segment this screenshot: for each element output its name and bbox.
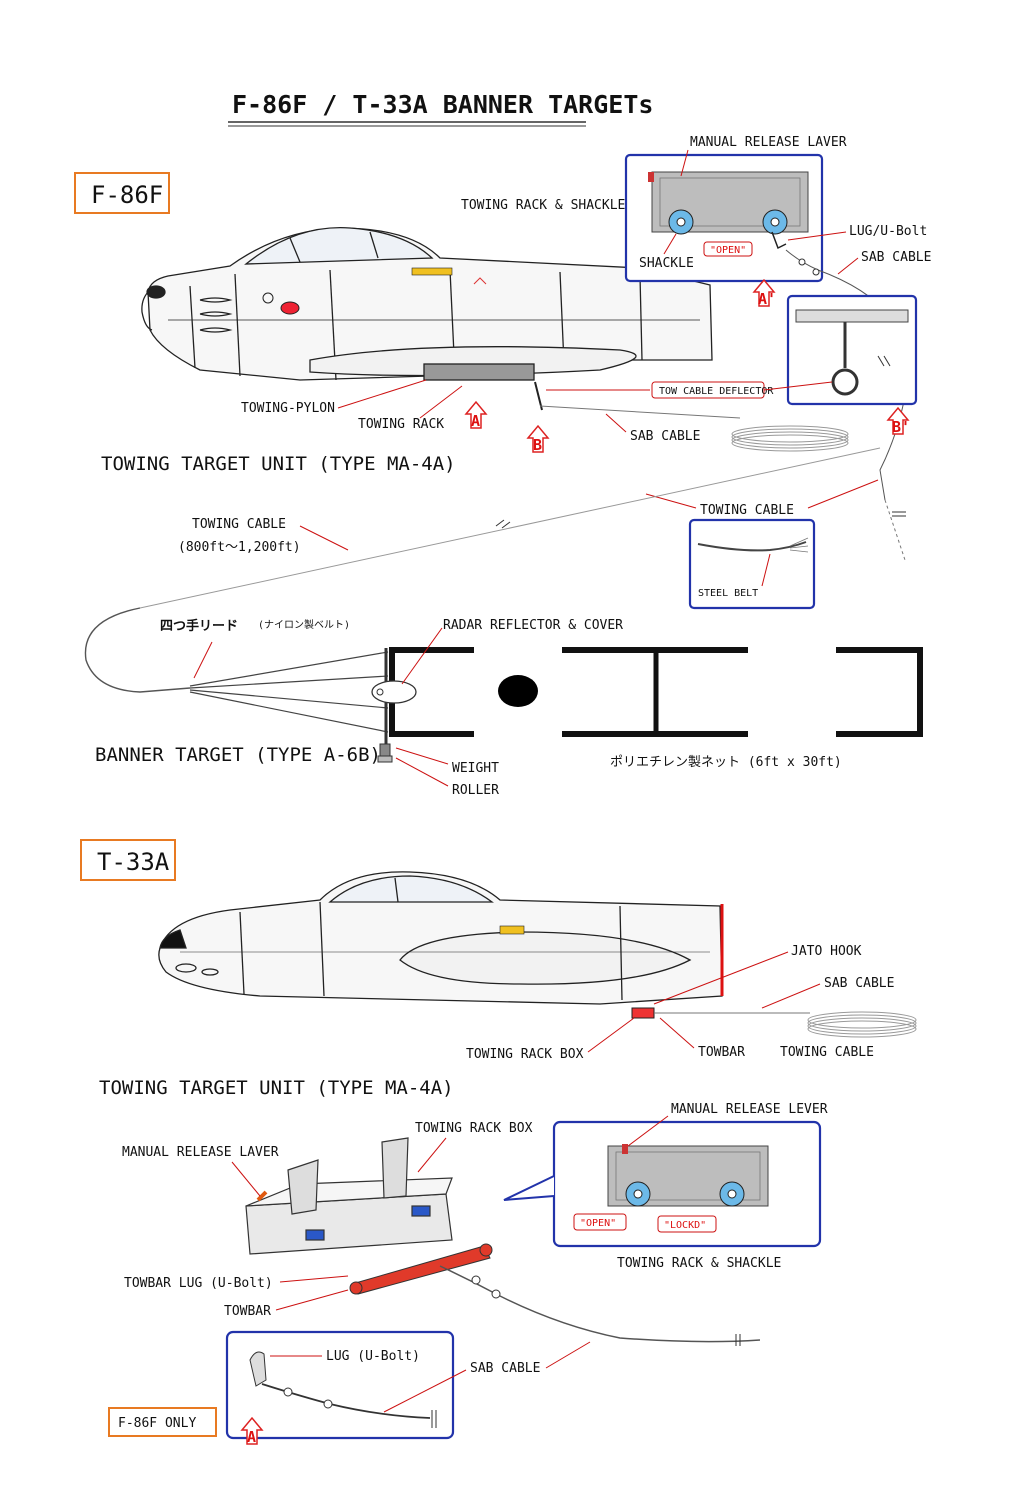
f86f-sab-cable-top: SAB CABLE bbox=[861, 250, 931, 265]
svg-text:B': B' bbox=[892, 418, 910, 436]
lug-ubolt-icon bbox=[249, 1351, 437, 1428]
f86f-towing-pylon: TOWING-PYLON bbox=[241, 401, 335, 416]
t33a-sab-cable-2: SAB CABLE bbox=[470, 1361, 540, 1376]
section-box-f86f bbox=[74, 172, 170, 214]
radar-reflector-icon bbox=[371, 680, 417, 704]
arrow-b-icon: B bbox=[526, 424, 550, 454]
svg-text:A': A' bbox=[758, 290, 776, 308]
f86f-towing-cable-right: TOWING CABLE bbox=[700, 503, 794, 518]
banner-target-frame bbox=[389, 646, 923, 738]
arrow-b-prime-icon: B' bbox=[886, 406, 910, 436]
t33a-towbar: TOWBAR bbox=[698, 1045, 745, 1060]
f86f-radar-reflector: RADAR REFLECTOR & COVER bbox=[443, 618, 623, 633]
weight-roller-icon bbox=[377, 743, 393, 763]
banner-bullseye bbox=[498, 675, 538, 707]
section-label-f86f: F-86F bbox=[91, 181, 163, 209]
f86f-net-label: ポリエチレン製ネット (6ft x 30ft) bbox=[610, 755, 842, 770]
svg-text:B: B bbox=[533, 436, 542, 454]
t33a-cable-coil bbox=[807, 1011, 917, 1038]
t33a-aircraft-drawing bbox=[158, 871, 723, 1005]
t33a-towing-target-unit: TOWING TARGET UNIT (TYPE MA-4A) bbox=[99, 1077, 454, 1099]
f86f-towing-cable-length: (800ft〜1,200ft) bbox=[178, 540, 301, 555]
t33a-jato-hook: JATO HOOK bbox=[791, 944, 862, 959]
f86f-towing-cable-line bbox=[139, 447, 881, 609]
t33a-lockd-tag: "LOCKD" bbox=[664, 1220, 706, 1231]
detail-box-steel-belt bbox=[688, 518, 816, 610]
f86f-aircraft-drawing bbox=[141, 226, 713, 381]
f86f-weight: WEIGHT bbox=[452, 761, 499, 776]
f86f-sab-cable: SAB CABLE bbox=[630, 429, 700, 444]
f86f-bridle-sub: (ナイロン製ベルト) bbox=[258, 618, 350, 631]
t33a-towbar-2: TOWBAR bbox=[224, 1304, 271, 1319]
f86f-towing-target-unit: TOWING TARGET UNIT (TYPE MA-4A) bbox=[101, 453, 456, 475]
f86f-only-label: F-86F ONLY bbox=[118, 1416, 196, 1431]
shackle-icon bbox=[668, 209, 694, 235]
f86f-manual-release-laver: MANUAL RELEASE LAVER bbox=[690, 135, 847, 150]
f86f-shackle: SHACKLE bbox=[639, 256, 694, 271]
page-title: F-86F / T-33A BANNER TARGETs bbox=[232, 90, 653, 119]
f86f-towing-rack: TOWING RACK bbox=[358, 417, 444, 432]
t33a-lug-ubolt: LUG (U-Bolt) bbox=[326, 1349, 420, 1364]
f86f-cable-coil bbox=[731, 425, 849, 452]
shackle-open-icon bbox=[762, 209, 788, 250]
arrow-a-icon: A bbox=[464, 400, 488, 430]
f86f-only-box bbox=[108, 1407, 217, 1437]
f86f-open-tag: "OPEN" bbox=[710, 245, 746, 256]
t33a-sab-cable: SAB CABLE bbox=[824, 976, 894, 991]
f86f-banner-target: BANNER TARGET (TYPE A-6B) bbox=[95, 744, 381, 766]
t33a-manual-release-laver: MANUAL RELEASE LAVER bbox=[122, 1145, 279, 1160]
f86f-bridle-label: 四つ手リード bbox=[160, 618, 238, 634]
f86f-towing-rack-shackle: TOWING RACK & SHACKLE bbox=[461, 198, 625, 213]
f86f-tow-cable-deflector: TOW CABLE DEFLECTOR bbox=[659, 386, 774, 397]
t33a-towing-rack-shackle: TOWING RACK & SHACKLE bbox=[617, 1256, 781, 1271]
t33a-towing-rack-box-2: TOWING RACK BOX bbox=[415, 1121, 533, 1136]
svg-text:A: A bbox=[247, 1428, 256, 1446]
f86f-steel-belt: STEEL BELT bbox=[698, 588, 758, 599]
t33a-arrow-a-icon: A bbox=[240, 1416, 264, 1446]
arrow-a-prime-icon: A' bbox=[752, 278, 776, 308]
f86f-towing-cable-left: TOWING CABLE bbox=[192, 517, 286, 532]
t33a-open-tag: "OPEN" bbox=[580, 1218, 616, 1229]
f86f-lug-ubolt: LUG/U-Bolt bbox=[849, 224, 927, 239]
t33a-shackle-open-icon bbox=[625, 1181, 651, 1207]
section-label-t33a: T-33A bbox=[97, 848, 170, 876]
t33a-manual-release-lever: MANUAL RELEASE LEVER bbox=[671, 1102, 828, 1117]
t33a-towing-rack-box: TOWING RACK BOX bbox=[466, 1047, 584, 1062]
t33a-rack-box-drawing bbox=[245, 1137, 453, 1255]
detail-box-deflector bbox=[786, 294, 918, 406]
tow-ring-icon bbox=[831, 368, 859, 396]
t33a-towing-rack-box-icon bbox=[631, 1007, 655, 1019]
f86f-roller: ROLLER bbox=[452, 783, 499, 798]
t33a-towing-cable: TOWING CABLE bbox=[780, 1045, 874, 1060]
detail-box-lug-ubolt bbox=[225, 1330, 455, 1440]
svg-text:A: A bbox=[471, 412, 480, 430]
bridle-lines bbox=[189, 651, 389, 733]
t33a-shackle-locked-icon bbox=[719, 1181, 745, 1207]
t33a-towbar-drawing bbox=[349, 1243, 761, 1346]
f86f-roundel bbox=[280, 301, 300, 315]
section-box-t33a bbox=[80, 839, 176, 881]
t33a-towbar-lug: TOWBAR LUG (U-Bolt) bbox=[124, 1276, 273, 1291]
